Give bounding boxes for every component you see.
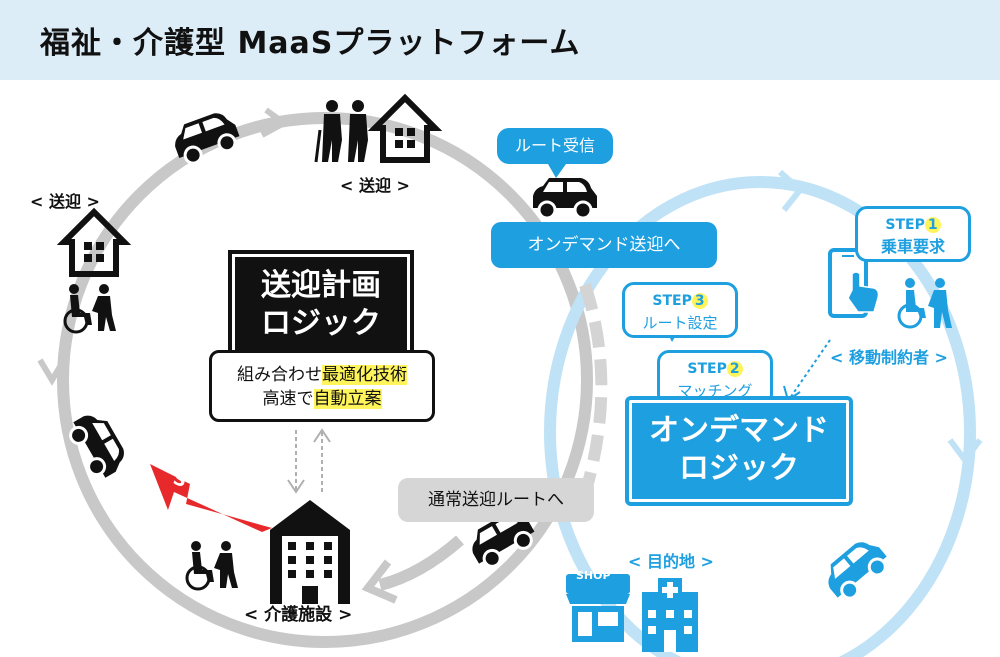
normal-route-arrow (378, 535, 464, 591)
logic-down-arrowhead (287, 479, 305, 494)
cycle-arrow (37, 358, 67, 386)
elderly-people-icon (314, 100, 368, 163)
facility-label: < 介護施設 > (244, 605, 353, 625)
shop-icon (566, 574, 630, 642)
normal-route-arrowhead (361, 559, 398, 604)
on-demand-logic-box: オンデマンド ロジック (625, 396, 853, 506)
step1-prefix: STEP (885, 217, 925, 233)
planning-logic-title-line2: ロジック (261, 306, 381, 341)
pickup-left-label: < 送迎 > (30, 192, 100, 211)
shop-sign: SHOP (576, 569, 611, 582)
planning-logic-title-line1: 送迎計画 (261, 268, 381, 303)
request-dotted-arrow (789, 339, 831, 399)
cycle-arrow (777, 169, 805, 212)
step2-label: マッチング (677, 382, 753, 400)
smartphone-tap-icon (828, 248, 880, 318)
on-demand-cycle-track (544, 176, 976, 657)
logic-desc-text: 組み合わせ (237, 365, 322, 385)
step2-prefix: STEP (687, 361, 727, 377)
step1-label: 乗車要求 (880, 237, 945, 256)
car-icon (531, 176, 599, 220)
maas-diagram (37, 80, 983, 657)
wheelchair-person-icon (185, 539, 240, 591)
step3-label: ルート設定 (642, 314, 718, 332)
care-facility-icon (270, 500, 350, 604)
cycle-arrow (260, 107, 290, 138)
step3-number: 3 (691, 293, 708, 309)
bubble-tail (548, 164, 566, 178)
destination-label: < 目的地 > (628, 552, 714, 571)
hospital-icon (642, 578, 698, 652)
header-bar: 福祉・介護型 MaaSプラットフォーム (0, 0, 1000, 80)
planning-logic-description: 組み合わせ最適化技術 高速で自動立案 (209, 350, 435, 422)
logic-desc-highlight: 最適化技術 (322, 365, 407, 385)
logic-desc-highlight: 自動立案 (313, 389, 382, 409)
route-receive-bubble: ルート受信 (497, 128, 613, 164)
normal-route-label: 通常送迎ルートへ (398, 478, 594, 522)
on-demand-logic-line1: オンデマンド (649, 413, 829, 448)
on-demand-pickup-label: オンデマンド送迎へ (491, 222, 717, 268)
cycle-arrow (947, 438, 983, 465)
logic-up-arrowhead (313, 428, 331, 443)
step2-number: 2 (726, 361, 743, 377)
planning-logic-box: 送迎計画 ロジック (228, 250, 414, 360)
wheelchair-person-icon (897, 278, 952, 329)
step1-number: 1 (924, 217, 941, 233)
start-arrow-icon (150, 464, 272, 532)
mobility-restricted-label: < 移動制約者 > (830, 348, 948, 367)
pickup-top-label: < 送迎 > (340, 176, 410, 195)
logic-desc-text: 高速で (262, 389, 314, 409)
step3-prefix: STEP (652, 293, 692, 309)
page-title: 福祉・介護型 MaaSプラットフォーム (40, 26, 581, 61)
on-demand-logic-line2: ロジック (679, 451, 799, 486)
car-icon (816, 531, 895, 607)
